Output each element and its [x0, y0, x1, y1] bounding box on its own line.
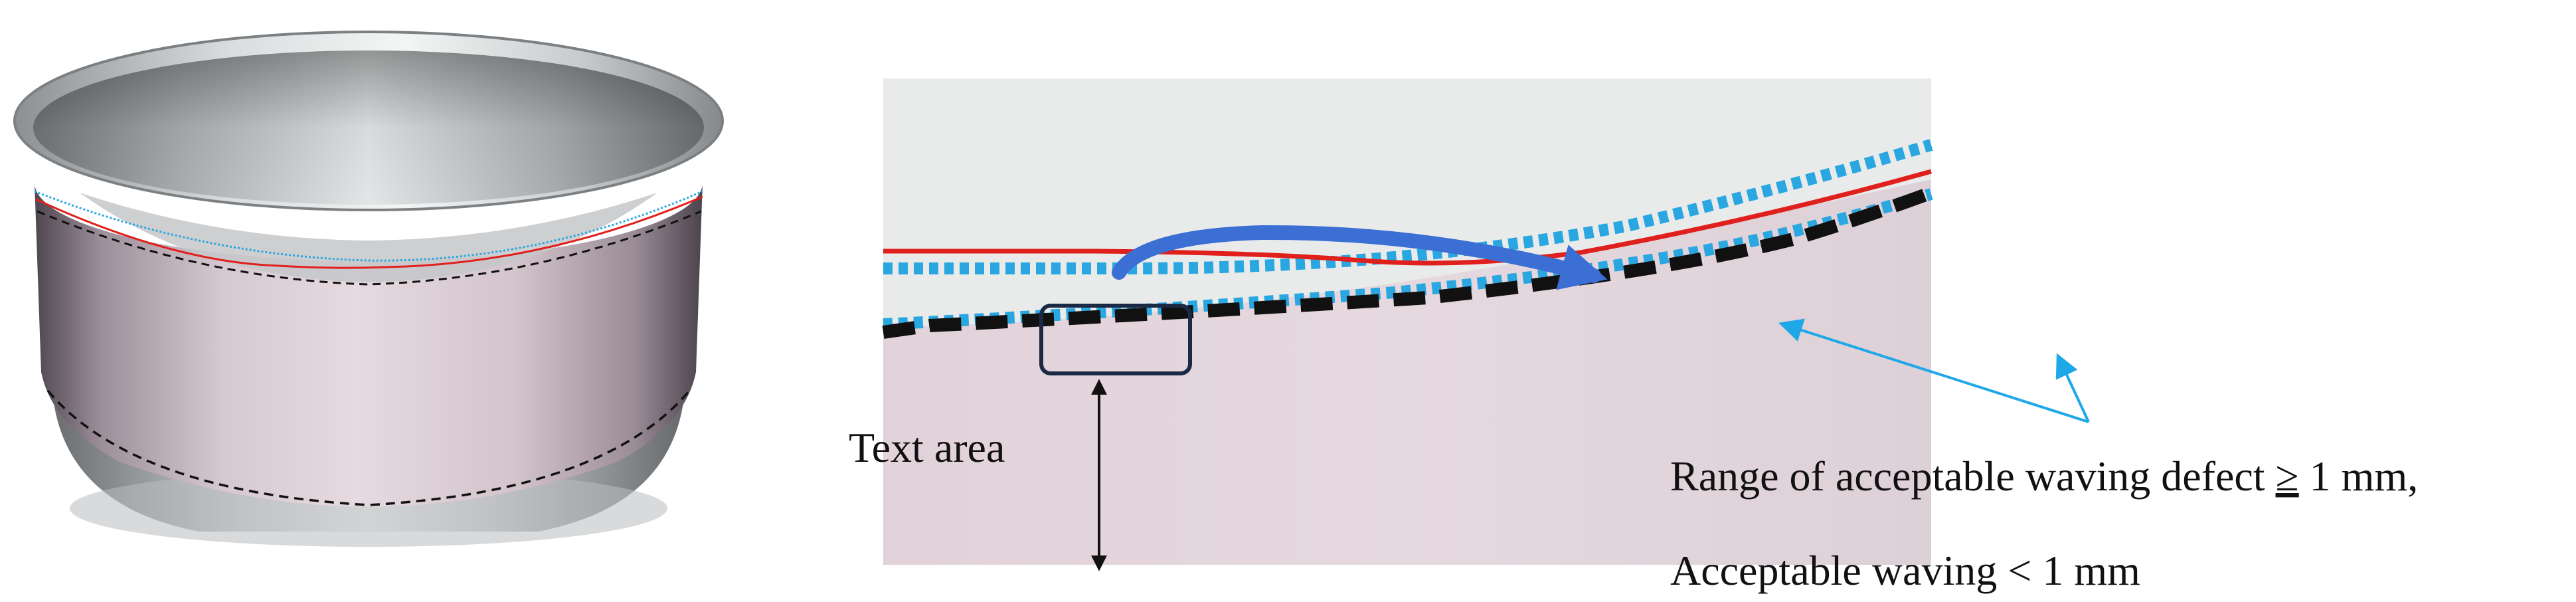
- pointer-arrow-right: [2055, 353, 2090, 423]
- defect-range-suffix: 1 mm,: [2299, 452, 2419, 500]
- zoom-black-dashed-line: [882, 186, 1934, 339]
- acceptable-waving-label: Acceptable waving < 1 mm: [1670, 547, 2140, 594]
- defect-range-symbol: ≥: [2276, 452, 2299, 500]
- motion-curved-arrow-icon: [1112, 225, 1608, 290]
- can-illustration: [13, 31, 724, 547]
- can-black-dashed-top: [37, 210, 702, 286]
- can-body: [35, 183, 703, 507]
- pointer-arrows-icon: [1778, 318, 2089, 423]
- text-area-label: Text area: [849, 424, 1005, 471]
- defect-range-label: Range of acceptable waving defect ≥ 1 mm…: [1670, 452, 2418, 500]
- zoom-panel: [883, 78, 1931, 565]
- can-red-line: [35, 195, 703, 269]
- can-inner-shadow: [33, 50, 704, 205]
- can-blue-dotted-line: [34, 190, 703, 262]
- text-area-box: [1039, 304, 1192, 375]
- defect-range-prefix: Range of acceptable waving defect: [1670, 452, 2276, 500]
- zoom-red-line: [883, 169, 1932, 266]
- zoom-blue-dotted-line-upper: [883, 139, 1933, 274]
